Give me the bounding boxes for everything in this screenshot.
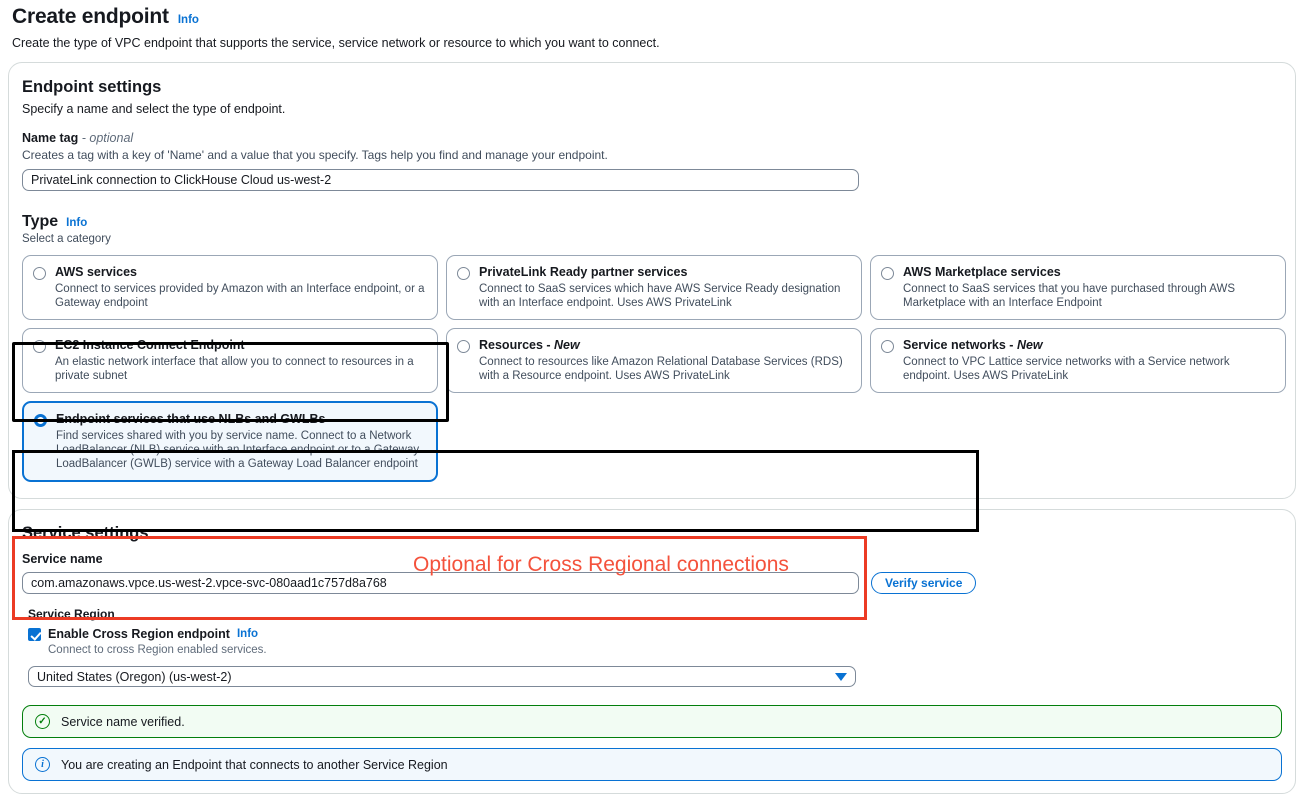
service-settings-panel: Service settings Service name com.amazon… (8, 509, 1296, 794)
type-option-title: AWS Marketplace services (903, 265, 1061, 279)
service-name-row: com.amazonaws.vpce.us-west-2.vpce-svc-08… (22, 572, 1282, 594)
name-tag-label: Name tag - optional (22, 131, 1282, 145)
verify-service-button[interactable]: Verify service (871, 572, 977, 594)
radio-icon-selected[interactable] (34, 414, 47, 427)
type-option-description: Find services shared with you by service… (56, 430, 420, 470)
type-description: Select a category (22, 233, 111, 245)
cross-region-info-link[interactable]: Info (236, 628, 259, 640)
name-tag-description: Creates a tag with a key of 'Name' and a… (22, 148, 608, 162)
service-region-selected-value: United States (Oregon) (us-west-2) (37, 669, 232, 684)
alert-service-name-verified: ✓ Service name verified. (22, 705, 1282, 738)
alert-text: Service name verified. (61, 714, 185, 729)
type-option-description: An elastic network interface that allow … (55, 356, 414, 382)
radio-icon[interactable] (881, 340, 894, 353)
check-circle-icon: ✓ (35, 714, 50, 729)
name-tag-label-text: Name tag (22, 131, 79, 145)
type-option-endpoint-services-nlb-gwlb[interactable]: Endpoint services that use NLBs and GWLB… (22, 401, 438, 482)
type-option-description: Connect to SaaS services that you have p… (903, 283, 1235, 309)
alert-text: You are creating an Endpoint that connec… (61, 757, 448, 772)
chevron-down-icon[interactable] (835, 672, 847, 681)
type-option-description: Connect to services provided by Amazon w… (55, 283, 425, 309)
type-info-link[interactable]: Info (66, 217, 88, 229)
radio-icon[interactable] (33, 267, 46, 280)
service-name-label: Service name (22, 552, 103, 566)
page-title: Create endpoint (12, 5, 169, 28)
radio-icon[interactable] (457, 340, 470, 353)
type-options-grid: AWS services Connect to services provide… (22, 255, 1286, 482)
service-name-field: Service name com.amazonaws.vpce.us-west-… (22, 552, 1282, 594)
type-option-aws-marketplace-services[interactable]: AWS Marketplace services Connect to SaaS… (870, 255, 1286, 320)
type-option-title: PrivateLink Ready partner services (479, 265, 688, 279)
page-header: Create endpoint Info Create the type of … (8, 0, 1296, 51)
service-name-input[interactable]: com.amazonaws.vpce.us-west-2.vpce-svc-08… (22, 572, 859, 594)
name-tag-field: Name tag - optional Creates a tag with a… (22, 131, 1282, 191)
type-label: Type (22, 213, 59, 230)
endpoint-settings-title: Endpoint settings (22, 78, 162, 96)
type-option-title: AWS services (55, 265, 137, 279)
type-header: Type Info (22, 213, 1282, 231)
type-option-ec2-instance-connect-endpoint[interactable]: EC2 Instance Connect Endpoint An elastic… (22, 328, 438, 393)
type-option-title: EC2 Instance Connect Endpoint (55, 338, 245, 352)
page-subtitle: Create the type of VPC endpoint that sup… (12, 36, 660, 50)
type-option-title: Service networks - New (903, 338, 1043, 352)
endpoint-settings-panel: Endpoint settings Specify a name and sel… (8, 62, 1296, 499)
name-tag-input[interactable]: PrivateLink connection to ClickHouse Clo… (22, 169, 859, 191)
checkbox-checked-icon[interactable] (28, 627, 41, 641)
type-option-title: Resources - New (479, 338, 580, 352)
service-region-group: Service Region Enable Cross Region endpo… (22, 602, 1282, 695)
enable-cross-region-row[interactable]: Enable Cross Region endpoint Info (28, 627, 1276, 641)
service-region-select[interactable]: United States (Oregon) (us-west-2) (28, 666, 856, 687)
type-option-description: Connect to VPC Lattice service networks … (903, 356, 1230, 382)
alert-cross-region-notice: i You are creating an Endpoint that conn… (22, 748, 1282, 781)
page-info-link[interactable]: Info (177, 14, 199, 26)
type-option-title: Endpoint services that use NLBs and GWLB… (56, 412, 326, 426)
service-settings-title: Service settings (22, 524, 149, 542)
type-option-resources[interactable]: Resources - New Connect to resources lik… (446, 328, 862, 393)
enable-cross-region-label: Enable Cross Region endpoint (48, 627, 230, 641)
enable-cross-region-description: Connect to cross Region enabled services… (48, 644, 267, 656)
service-region-label: Service Region (28, 607, 115, 621)
info-circle-icon: i (35, 757, 50, 772)
radio-icon[interactable] (457, 267, 470, 280)
radio-icon[interactable] (881, 267, 894, 280)
radio-icon[interactable] (33, 340, 46, 353)
type-option-service-networks[interactable]: Service networks - New Connect to VPC La… (870, 328, 1286, 393)
type-option-privatelink-ready-partner-services[interactable]: PrivateLink Ready partner services Conne… (446, 255, 862, 320)
endpoint-settings-subtitle: Specify a name and select the type of en… (22, 102, 286, 116)
type-option-description: Connect to SaaS services which have AWS … (479, 283, 841, 309)
name-tag-optional: - optional (81, 131, 134, 145)
page-title-row: Create endpoint Info (12, 4, 1296, 30)
type-option-description: Connect to resources like Amazon Relatio… (479, 356, 843, 382)
type-option-aws-services[interactable]: AWS services Connect to services provide… (22, 255, 438, 320)
